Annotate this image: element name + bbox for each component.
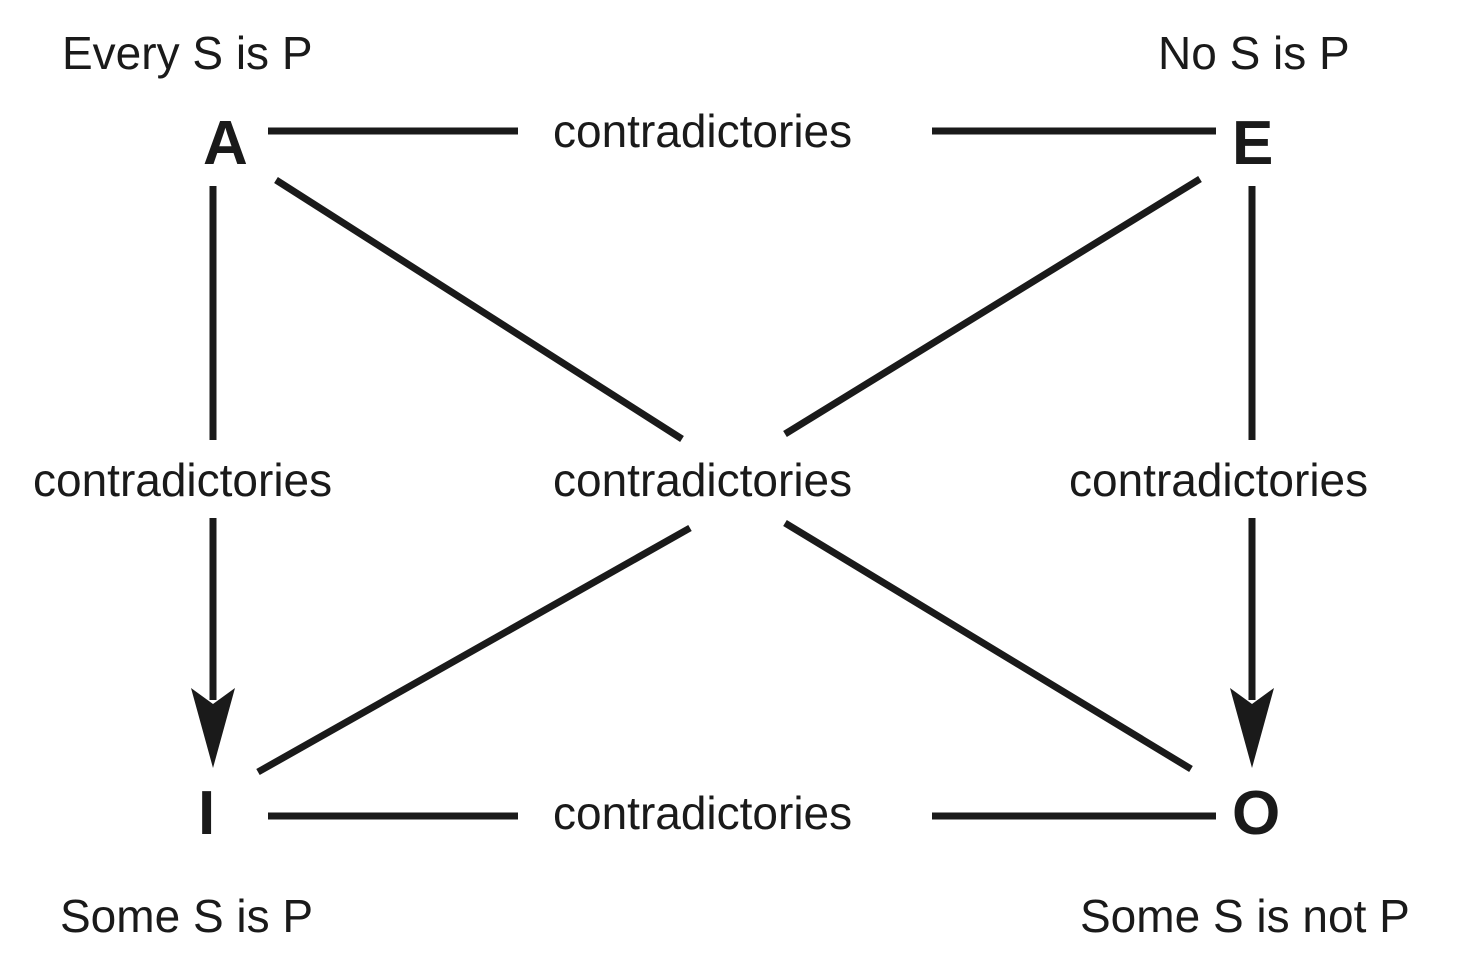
proposition-a: Every S is P: [62, 27, 313, 79]
diagonal-e-i-lower-segment: [256, 524, 692, 776]
diagonal-a-o-upper-segment: [274, 177, 684, 442]
relation-label-center: contradictories: [553, 454, 853, 506]
diagonal-a-o-lower-segment: [783, 520, 1193, 772]
proposition-e: No S is P: [1158, 27, 1350, 79]
arrowhead-e-to-o: [1230, 688, 1274, 768]
arrowhead-a-to-i: [191, 688, 235, 768]
corner-letter-a: A: [203, 109, 248, 178]
diagonal-e-i-upper-segment: [783, 176, 1202, 437]
corner-letter-e: E: [1232, 109, 1274, 178]
corner-letter-i: I: [198, 779, 216, 848]
corner-letter-o: O: [1232, 779, 1281, 848]
relation-label-bottom: contradictories: [553, 787, 853, 839]
relation-label-right: contradictories: [1069, 454, 1369, 506]
proposition-o: Some S is not P: [1080, 890, 1410, 942]
proposition-i: Some S is P: [60, 890, 314, 942]
relation-label-left: contradictories: [33, 454, 333, 506]
relation-label-top: contradictories: [553, 105, 853, 157]
